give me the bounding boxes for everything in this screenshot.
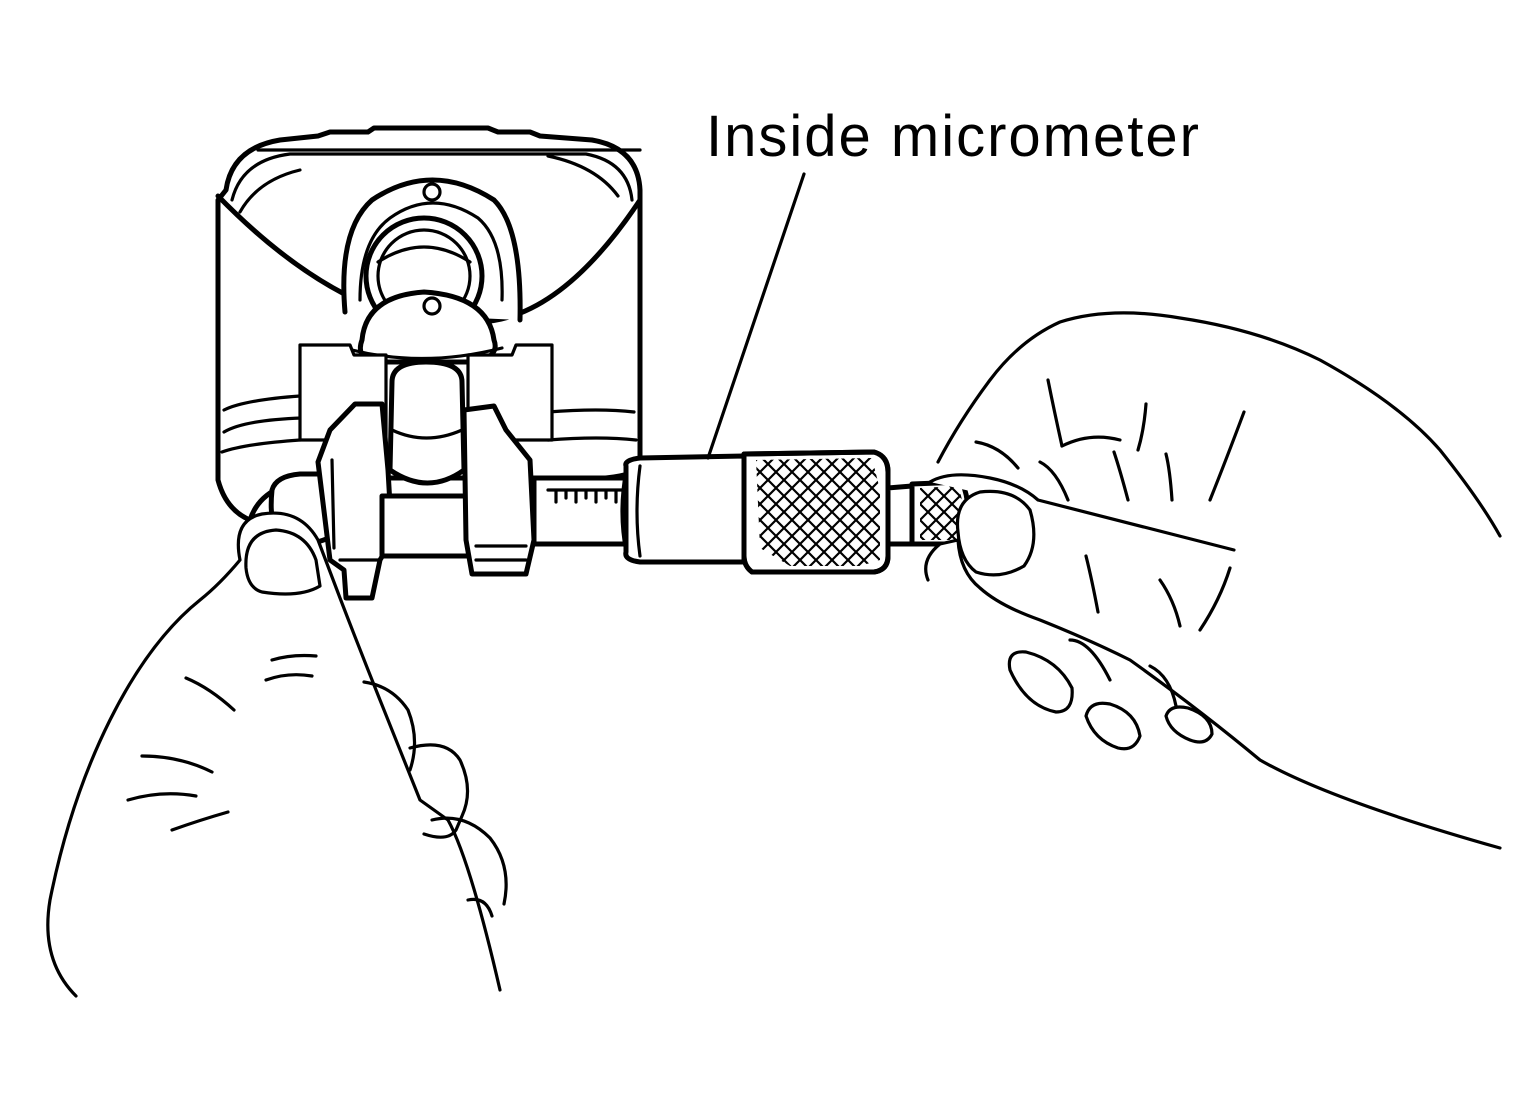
frame-detail-right xyxy=(474,544,528,562)
right-finger-line-3 xyxy=(1164,452,1174,502)
right-finger-line-1 xyxy=(1038,460,1070,502)
left-thumb-crease-2 xyxy=(264,673,314,682)
piston xyxy=(215,125,643,523)
piston-crown-arc-right xyxy=(546,154,620,198)
left-hand-palm xyxy=(46,558,242,998)
right-knuckle-2 xyxy=(1060,435,1122,448)
piston-pin-boss-inner xyxy=(358,201,504,302)
right-finger-tip-3 xyxy=(1164,705,1214,744)
knurl-pattern xyxy=(756,458,880,566)
left-nail-tip xyxy=(466,897,494,918)
left-palm-crease-2 xyxy=(140,754,214,774)
right-finger-bottom-2 xyxy=(1148,664,1178,708)
left-thumb-crease-1 xyxy=(270,653,318,662)
right-palm-line-2 xyxy=(1084,554,1100,614)
ring-groove-1 xyxy=(222,394,302,412)
spindle-end xyxy=(885,483,915,547)
piston-crown-arc-left xyxy=(238,168,302,214)
pin-hole-shade xyxy=(376,245,472,264)
left-finger-3 xyxy=(430,816,508,906)
frame-detail-left xyxy=(330,458,382,562)
ring-groove-5 xyxy=(546,436,638,442)
oil-hole-upper xyxy=(422,182,442,202)
left-finger-1 xyxy=(362,680,417,772)
ring-groove-3 xyxy=(220,438,302,454)
piston-crown-inner xyxy=(230,152,634,202)
spindle-knurl xyxy=(920,486,963,540)
left-palm-crease-1 xyxy=(184,676,236,712)
right-finger-bottom xyxy=(1068,638,1112,682)
connecting-rod-shank xyxy=(387,359,467,486)
micrometer-thimble xyxy=(623,453,747,565)
right-finger-line-2 xyxy=(1112,450,1130,502)
right-palm-line-3 xyxy=(1158,578,1182,628)
sleeve-scale xyxy=(546,488,630,504)
thimble-bevel xyxy=(635,464,642,558)
right-palm-line-1 xyxy=(974,440,1020,470)
right-thumbnail xyxy=(955,489,1036,577)
ratchet-outline xyxy=(741,449,891,575)
left-finger-2 xyxy=(408,743,470,839)
right-knuckle-4 xyxy=(1208,410,1246,502)
left-palm-crease-3 xyxy=(126,792,198,802)
left-thumbnail xyxy=(244,528,322,596)
right-palm-line-4 xyxy=(1198,566,1232,632)
callout-leader-line xyxy=(706,172,806,460)
right-knuckle-1 xyxy=(1046,378,1064,448)
right-index-finger xyxy=(924,538,1502,850)
left-hand xyxy=(46,511,508,998)
right-knuckle-3 xyxy=(1136,402,1148,452)
oil-hole-lower xyxy=(422,296,442,316)
rod-shank-detail xyxy=(390,428,464,440)
callout-label: Inside micrometer xyxy=(706,104,1201,169)
right-finger-tip-1 xyxy=(1007,650,1074,714)
right-hand xyxy=(924,311,1502,850)
ring-groove-2 xyxy=(222,416,304,434)
left-thumb xyxy=(236,511,502,992)
ring-groove-4 xyxy=(546,408,636,414)
left-wrist-line xyxy=(170,810,230,832)
micrometer-frame-bridge xyxy=(379,493,473,559)
thimble-edge xyxy=(620,468,628,554)
right-finger-tip-2 xyxy=(1084,701,1142,751)
right-hand-back xyxy=(936,311,1502,538)
